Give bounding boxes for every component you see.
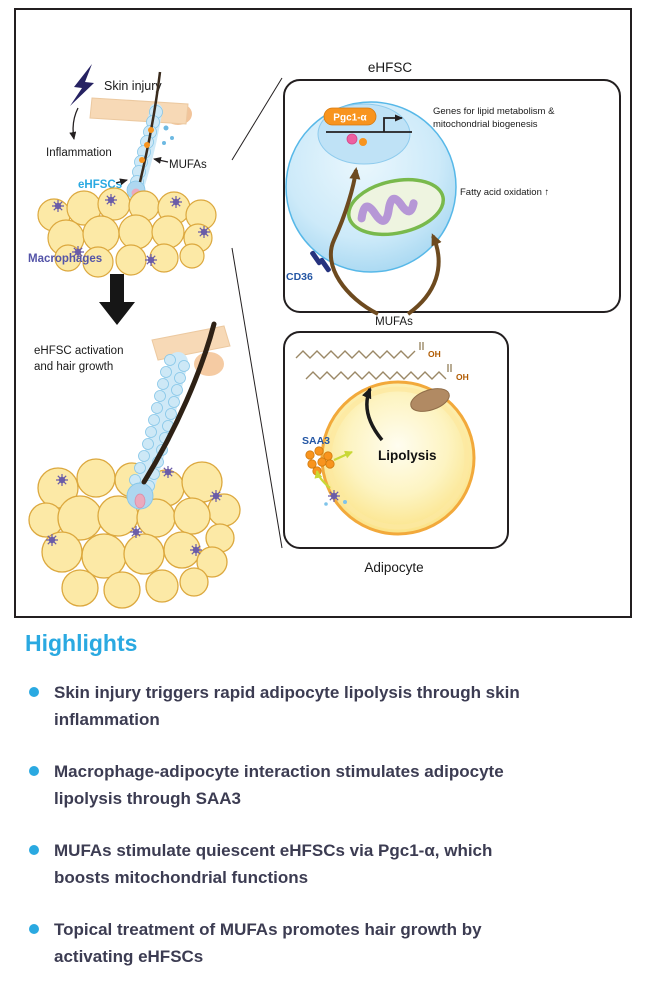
- transcription-arrow: [383, 114, 403, 132]
- lipolysis-label: Lipolysis: [378, 448, 437, 463]
- inflammation-label: Inflammation: [46, 147, 112, 159]
- bullet-icon: [29, 845, 39, 855]
- hair-shaft: [138, 71, 162, 183]
- fatty-acid-oxidation-label: Fatty acid oxidation ↑: [460, 187, 549, 198]
- oh-label-1: OH: [428, 349, 441, 359]
- highlight-line: activating eHFSCs: [54, 947, 204, 966]
- highlight-item-2: Macrophage-adipocyte interaction stimula…: [29, 758, 637, 812]
- mufa-arrow-to-mitochondrion: [406, 233, 442, 316]
- fatty-acid-chain-1: [295, 342, 424, 359]
- mitochondrion: [346, 177, 446, 237]
- highlight-line: boosts mitochondrial functions: [54, 868, 309, 887]
- skin-injury-label: Skin injury: [104, 79, 162, 93]
- highlight-text: Skin injury triggers rapid adipocyte lip…: [54, 679, 520, 733]
- highlight-line: MUFAs stimulate quiescent eHFSCs via Pgc…: [54, 841, 493, 860]
- graphical-abstract-figure: Skin injury: [14, 8, 632, 618]
- cd36-label: CD36: [286, 271, 313, 283]
- highlight-text: MUFAs stimulate quiescent eHFSCs via Pgc…: [54, 837, 492, 891]
- genes-annotation-line1: Genes for lipid metabolism &: [433, 106, 555, 117]
- mufa-arrow-to-nucleus: [328, 167, 379, 316]
- highlight-line: Macrophage-adipocyte interaction stimula…: [54, 762, 504, 781]
- adipocyte-cluster-top: [37, 187, 217, 278]
- lipolysis-arrow: [361, 387, 384, 442]
- saa3-secretion-arrow: [314, 470, 331, 489]
- skin-band: [89, 97, 189, 125]
- mufas-left-arrow: [153, 157, 169, 164]
- bullet-icon: [29, 924, 39, 934]
- ehfscs-arrow: [115, 178, 128, 186]
- figure-canvas: Skin injury: [28, 60, 621, 609]
- zoom-line-top: [231, 77, 283, 161]
- inflammation-arrow: [69, 107, 79, 140]
- highlight-text: Macrophage-adipocyte interaction stimula…: [54, 758, 504, 812]
- highlights-heading: Highlights: [25, 630, 138, 656]
- bullet-icon: [29, 766, 39, 776]
- tf-dot-orange: [359, 138, 367, 146]
- mufas-center-label: MUFAs: [375, 316, 413, 328]
- stem-cell-dots: [139, 127, 154, 163]
- hair-shaft-2: [141, 321, 217, 485]
- pgc1a-pill: [323, 107, 377, 126]
- mufas-left-label: MUFAs: [169, 159, 207, 171]
- lightning-icon: [70, 64, 94, 106]
- bullet-icon: [29, 687, 39, 697]
- oh-label-2: OH: [456, 372, 469, 382]
- macrophage-signal-dots: [324, 500, 347, 506]
- genes-annotation-line2: mitochondrial biogenesis: [433, 119, 538, 130]
- ehfsc-panel-title: eHFSC: [368, 60, 413, 75]
- cd36-transporter: [310, 250, 331, 273]
- adipocyte-panel-title: Adipocyte: [364, 560, 423, 575]
- injured-skin-illustration: Skin injury: [46, 64, 207, 200]
- highlight-line: inflammation: [54, 710, 160, 729]
- highlight-item-3: MUFAs stimulate quiescent eHFSCs via Pgc…: [29, 837, 637, 891]
- dermal-papilla-2: [134, 493, 146, 509]
- tf-dot-pink: [346, 133, 358, 145]
- activation-label-line1: eHFSC activation: [34, 345, 123, 357]
- adipocyte-cluster-bottom: [28, 458, 241, 609]
- highlights-section: Highlights Skin injury triggers rapid ad…: [25, 630, 637, 995]
- activation-label-line2: and hair growth: [34, 361, 113, 373]
- highlight-line: Skin injury triggers rapid adipocyte lip…: [54, 683, 520, 702]
- progression-arrow: [99, 274, 135, 325]
- highlight-text: Topical treatment of MUFAs promotes hair…: [54, 916, 482, 970]
- pgc1a-label: Pgc1-α: [333, 113, 367, 124]
- highlight-line: Topical treatment of MUFAs promotes hair…: [54, 920, 482, 939]
- inflammatory-dots: [162, 125, 174, 145]
- highlight-line: lipolysis through SAA3: [54, 789, 242, 808]
- macrophages-label: Macrophages: [28, 253, 102, 265]
- activated-follicle-illustration: [28, 321, 241, 609]
- adipocyte-nucleus: [410, 388, 450, 412]
- saa3-label: SAA3: [302, 435, 330, 447]
- zoom-line-bottom: [231, 247, 283, 549]
- fatty-acid-chain-2: [305, 364, 452, 380]
- highlight-item-1: Skin injury triggers rapid adipocyte lip…: [29, 679, 637, 733]
- highlight-item-4: Topical treatment of MUFAs promotes hair…: [29, 916, 637, 970]
- saa3-to-adipocyte-arrow: [333, 450, 353, 462]
